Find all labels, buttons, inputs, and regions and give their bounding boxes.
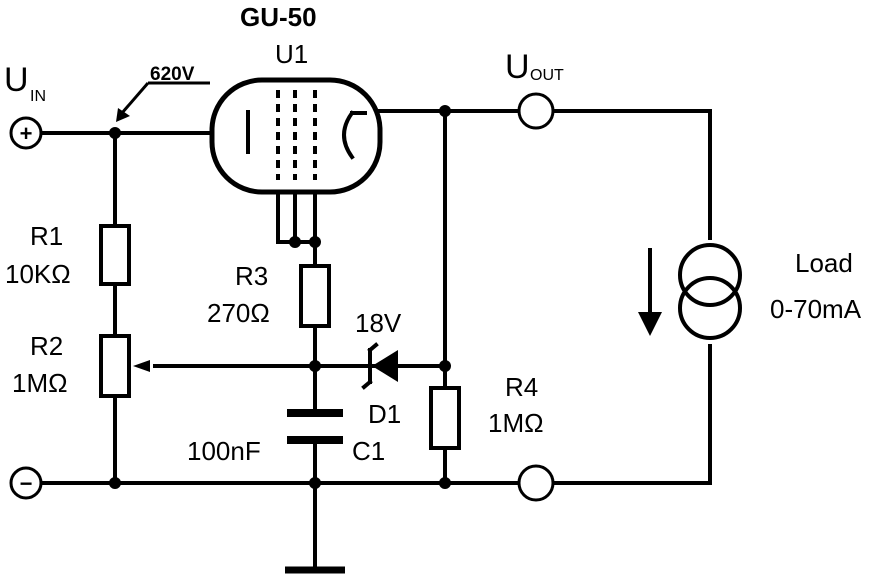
resistor-r2 [99, 334, 131, 398]
load-title-label: Load [795, 248, 853, 278]
r1-ref-label: R1 [30, 221, 63, 251]
minus-icon: − [20, 471, 33, 496]
capacitor-c1 [287, 409, 343, 444]
load-range-label: 0-70mA [770, 294, 862, 324]
d1-value-label: 18V [355, 308, 402, 338]
tube-ref-label: U1 [275, 39, 308, 69]
d1-ref-label: D1 [368, 399, 401, 429]
zener-diode-icon [361, 342, 398, 390]
voltage-label: 620V [150, 64, 195, 85]
plus-icon: + [20, 121, 33, 146]
output-bottom-terminal [517, 464, 555, 502]
input-positive-terminal [9, 116, 43, 150]
tube-u1 [209, 77, 383, 195]
r1-value-label: 10KΩ [5, 259, 71, 289]
r4-value-label: 1MΩ [488, 408, 544, 438]
uout-label: U [505, 48, 530, 86]
c1-ref-label: C1 [352, 436, 385, 466]
junction-dots [109, 105, 451, 489]
voltage-pointer [116, 81, 210, 122]
uin-subscript: IN [30, 88, 46, 105]
current-source-icon [678, 240, 742, 344]
uout-subscript: OUT [530, 67, 564, 84]
c1-value-label: 100nF [187, 436, 261, 466]
wires [38, 109, 712, 572]
r4-ref-label: R4 [505, 372, 538, 402]
output-top-terminal [517, 92, 555, 130]
tube-anode [342, 110, 355, 160]
r3-ref-label: R3 [235, 261, 268, 291]
r2-ref-label: R2 [30, 331, 63, 361]
tube-type-label: GU-50 [240, 2, 317, 32]
uin-label: U [4, 61, 29, 99]
input-negative-terminal [9, 466, 43, 500]
resistor-r1 [99, 224, 131, 286]
r3-value-label: 270Ω [207, 298, 270, 328]
current-direction-arrow-icon [638, 248, 662, 336]
resistor-r4 [429, 386, 461, 450]
resistor-r3 [299, 264, 331, 328]
wiper-arrow-icon [133, 360, 150, 372]
r2-value-label: 1MΩ [12, 368, 68, 398]
